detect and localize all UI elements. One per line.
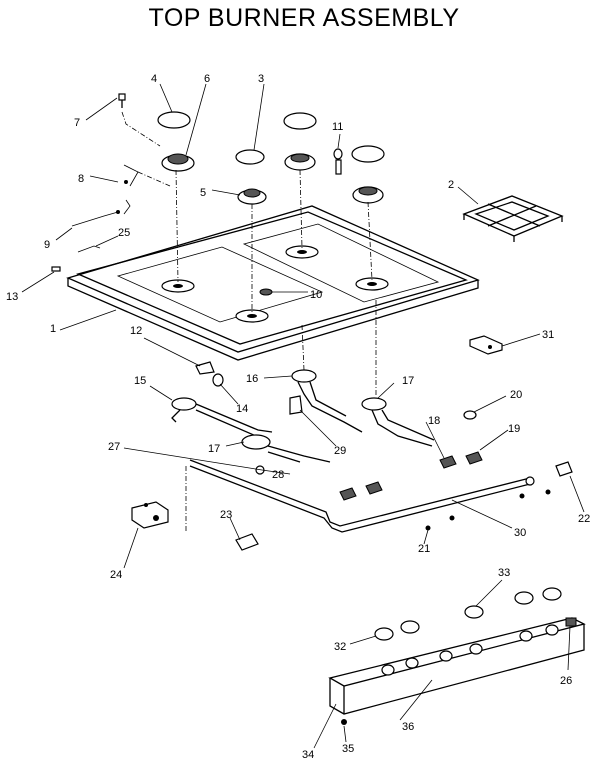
callout-28: 28 bbox=[272, 469, 284, 481]
callout-33: 33 bbox=[498, 567, 510, 579]
callout-24: 24 bbox=[110, 569, 122, 581]
screw-13 bbox=[51, 266, 61, 272]
leader-lines bbox=[21, 83, 585, 749]
valve-24 bbox=[131, 501, 169, 529]
screws-21 bbox=[425, 489, 551, 531]
burner-head-6 bbox=[161, 153, 195, 172]
burner-cap-rear-right bbox=[283, 112, 317, 130]
callout-23: 23 bbox=[220, 509, 232, 521]
callout-labels: 1 2 3 4 5 6 7 8 9 10 11 12 13 14 15 16 1… bbox=[6, 73, 590, 761]
callout-4: 4 bbox=[151, 73, 157, 85]
callout-16: 16 bbox=[246, 373, 258, 385]
wire-8 bbox=[123, 164, 171, 215]
callout-21: 21 bbox=[418, 543, 430, 555]
bracket-22 bbox=[555, 461, 573, 477]
callout-25: 25 bbox=[118, 227, 130, 239]
callout-3: 3 bbox=[258, 73, 264, 85]
gas-manifold bbox=[189, 410, 535, 533]
callout-22: 22 bbox=[578, 513, 590, 525]
burner-head-front-right bbox=[352, 186, 384, 204]
callout-2: 2 bbox=[448, 179, 454, 191]
callout-9: 9 bbox=[44, 239, 50, 251]
callout-34: 34 bbox=[302, 749, 314, 761]
callout-8: 8 bbox=[78, 173, 84, 185]
callout-26: 26 bbox=[560, 675, 572, 687]
burner-cap-front-right bbox=[351, 145, 385, 163]
diagram-title: TOP BURNER ASSEMBLY bbox=[148, 4, 460, 32]
burner-cap-4 bbox=[157, 111, 191, 129]
callout-35: 35 bbox=[342, 743, 354, 755]
callout-31: 31 bbox=[542, 329, 554, 341]
callout-15: 15 bbox=[134, 375, 146, 387]
burner-tubes bbox=[171, 361, 435, 475]
burner-head-rear-right bbox=[284, 153, 316, 171]
callout-12: 12 bbox=[130, 325, 142, 337]
screw-7 bbox=[118, 93, 161, 147]
part-31 bbox=[469, 335, 503, 355]
callout-36: 36 bbox=[402, 721, 414, 733]
callout-29: 29 bbox=[334, 445, 346, 457]
callout-17b: 17 bbox=[208, 443, 220, 455]
bracket-23 bbox=[235, 533, 259, 551]
callout-14: 14 bbox=[236, 403, 248, 415]
callout-17a: 17 bbox=[402, 375, 414, 387]
callout-1: 1 bbox=[50, 323, 56, 335]
callout-10: 10 bbox=[310, 289, 322, 301]
part-10 bbox=[259, 288, 273, 296]
callout-5: 5 bbox=[200, 187, 206, 199]
grate-2 bbox=[462, 195, 564, 242]
callout-32: 32 bbox=[334, 641, 346, 653]
callout-6: 6 bbox=[204, 73, 210, 85]
callout-30: 30 bbox=[514, 527, 526, 539]
control-panel bbox=[328, 587, 586, 725]
clip-25 bbox=[77, 245, 101, 253]
callout-19: 19 bbox=[508, 423, 520, 435]
callout-18: 18 bbox=[428, 415, 440, 427]
burner-head-5 bbox=[237, 188, 267, 205]
burner-cap-3 bbox=[235, 149, 265, 165]
callout-27: 27 bbox=[108, 441, 120, 453]
wire-9 bbox=[71, 210, 120, 227]
igniter-11 bbox=[333, 148, 343, 175]
callout-11: 11 bbox=[332, 121, 343, 133]
callout-7: 7 bbox=[74, 117, 80, 129]
callout-20: 20 bbox=[510, 389, 522, 401]
cooktop-main-top bbox=[66, 205, 480, 361]
callout-13: 13 bbox=[6, 291, 18, 303]
